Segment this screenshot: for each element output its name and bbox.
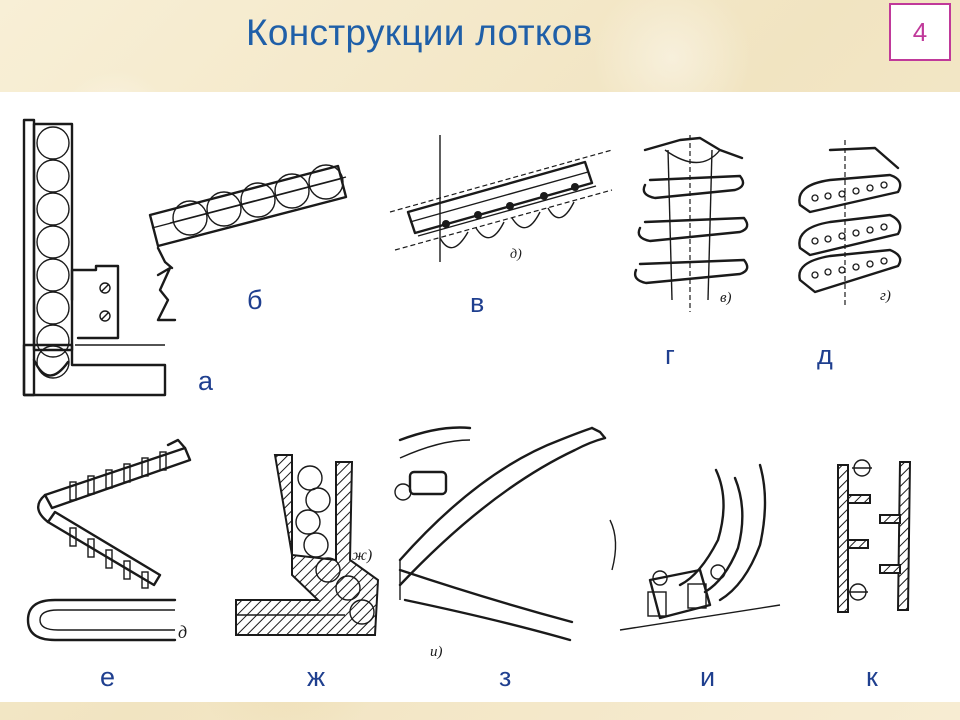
label-a: а (198, 366, 214, 396)
label-zh: ж (307, 662, 326, 692)
svg-text:ж): ж) (352, 547, 372, 564)
label-i: и (700, 662, 716, 692)
svg-text:д): д) (510, 247, 522, 262)
drawing-e: д (26, 438, 192, 642)
drawing-v: д) (389, 135, 613, 262)
label-d: д (817, 340, 833, 370)
svg-text:д: д (178, 622, 187, 642)
drawing-d: г) (798, 140, 902, 305)
drawing-a (22, 118, 167, 397)
drawing-i (609, 463, 781, 631)
drawing-g: в) (633, 135, 749, 312)
drawing-k (837, 459, 912, 613)
slide-title: Конструкции лотков (246, 12, 593, 53)
page-number-badge: 4 (889, 3, 951, 61)
label-g: г (665, 340, 675, 370)
label-k: к (866, 662, 878, 692)
drawing-zh: ж) (235, 454, 380, 636)
label-e: е (100, 662, 116, 692)
drawing-z: и) (394, 426, 607, 660)
svg-text:и): и) (430, 644, 443, 660)
svg-text:в): в) (720, 290, 732, 306)
drawing-b (148, 164, 348, 322)
label-v: в (470, 288, 485, 318)
svg-text:г): г) (880, 288, 891, 304)
label-b: б (247, 285, 263, 315)
label-z: з (499, 662, 512, 692)
